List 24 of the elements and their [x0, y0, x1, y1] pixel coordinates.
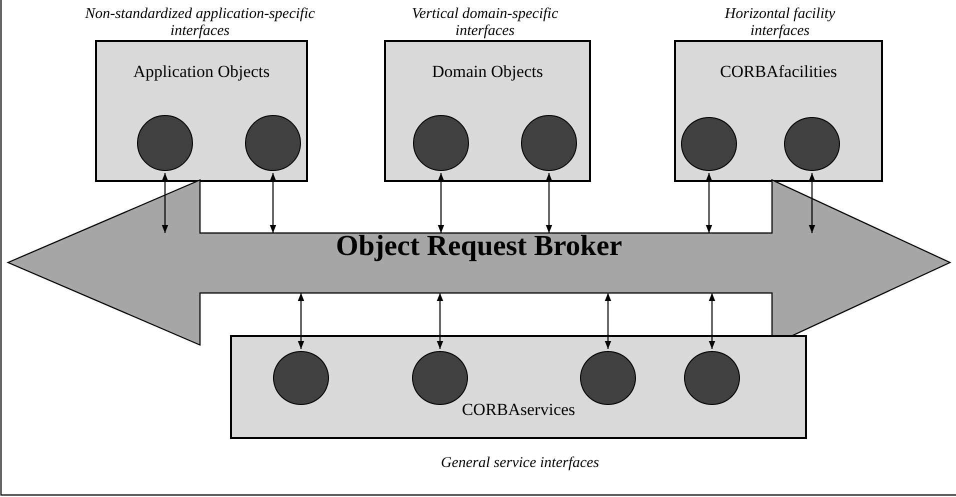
box-title: Domain Objects — [431, 62, 544, 82]
interface-caption: General service interfaces — [440, 455, 600, 472]
component-box — [95, 40, 308, 182]
interface-caption: Horizontal facility interfaces — [724, 6, 836, 40]
band-label: Object Request Broker — [334, 230, 624, 263]
double-arrow — [438, 173, 444, 233]
double-arrow — [270, 173, 276, 233]
double-arrow — [604, 293, 612, 349]
double-arrow — [808, 173, 816, 233]
double-arrow — [708, 293, 716, 349]
double-arrow — [546, 173, 552, 233]
double-arrow — [436, 293, 444, 349]
double-arrow — [162, 173, 168, 233]
box-title: CORBAservices — [460, 400, 576, 420]
component-box — [674, 40, 883, 182]
component-box — [384, 40, 591, 182]
double-arrow-band — [8, 180, 950, 345]
interface-caption: Vertical domain-specific interfaces — [410, 6, 560, 40]
component-box — [230, 335, 807, 439]
double-arrow — [706, 173, 712, 233]
interface-caption: Non-standardized application-specific interfaces — [85, 6, 315, 40]
double-arrow — [298, 293, 304, 349]
box-title: CORBAfacilities — [718, 62, 838, 82]
box-title: Application Objects — [132, 62, 271, 82]
